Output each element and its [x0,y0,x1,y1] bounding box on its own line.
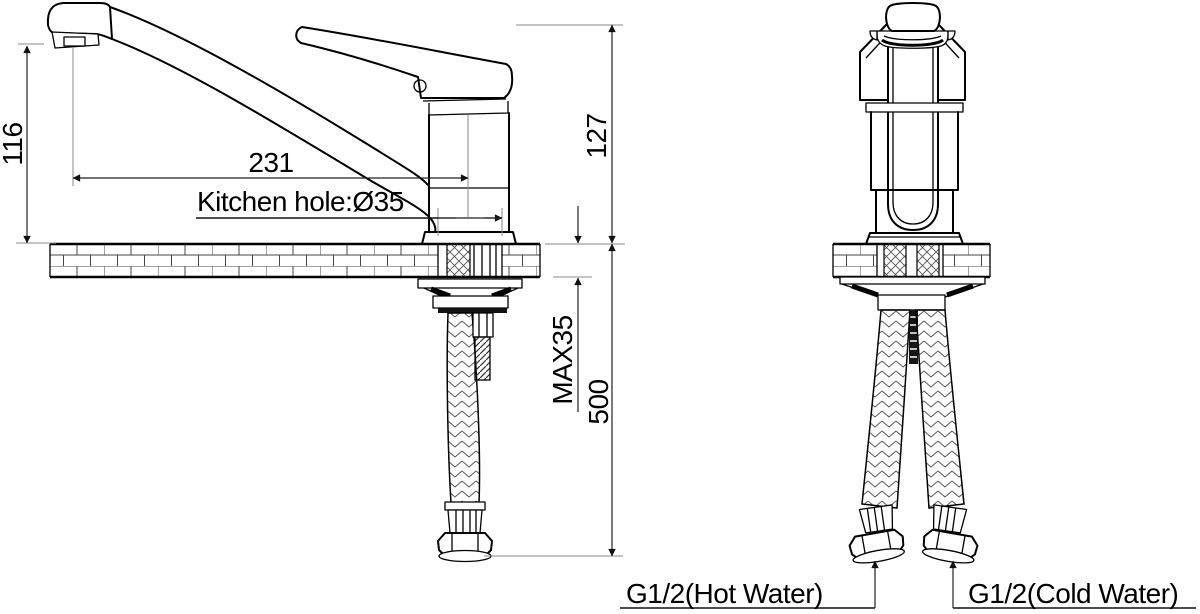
collar-band [428,101,509,116]
threaded-rod [474,336,491,381]
locknut-front [877,294,946,311]
shank-tube-left [883,243,907,278]
mounting-plate-front [839,276,986,285]
handle-knob [885,2,941,32]
body-front [870,111,959,234]
countertop-bricks-right [502,244,540,277]
threaded-stud-ticks [910,316,917,358]
countertop-bricks-left [50,244,438,277]
undermount-front [839,276,986,564]
kitchen-hole-label: Kitchen hole:Ø35 [197,186,404,217]
aerator-ring-inner [883,35,942,41]
hot-water-nut [848,528,906,564]
bricks-right [943,244,990,277]
mounting-plate [417,278,523,289]
cold-water-label: G1/2(Cold Water) [968,578,1178,609]
body-outline [428,112,510,233]
base-flange-front [865,232,964,245]
ferrule-ribs [455,510,477,533]
shank-stud-lines [473,244,497,277]
shank-tube-right [916,243,940,278]
hose-right-front [915,309,965,509]
dim-231-label: 231 [248,147,293,178]
countertop-edges-front [832,244,991,277]
handle-side [295,26,514,99]
hose-ferrule [447,509,483,534]
collar-band-front [865,102,964,113]
washer [438,308,507,313]
countertop-edges [49,244,541,277]
front-view [832,2,991,564]
dim-116-label: 116 [0,122,28,165]
shank-hose-section [446,243,471,278]
hose-collar [444,501,486,511]
cap-line [422,98,507,102]
handle-pivot-dot [413,79,427,93]
clamp-wedge-right [491,286,512,299]
hex-standoff [472,312,494,338]
spout-front [887,33,939,231]
handle-lever [295,26,514,99]
aerator-ring [881,38,944,47]
hot-water-label: G1/2(Hot Water) [626,578,823,609]
undermount-side [417,278,523,563]
hole-edges-front [876,244,944,277]
locknut [432,295,509,309]
connector-nut-rim [438,549,492,563]
dim-127-label: 127 [581,113,612,158]
spout-upper-line [109,6,429,186]
clamp-wedge-left [430,286,451,299]
mount-hole-edges [437,244,503,277]
aerator-tab-left [869,30,878,41]
connector-nut-facets [451,533,479,554]
hose-end-right [932,504,968,534]
hex-standoff-facets [478,313,488,337]
countertop-side [49,242,541,279]
spout-front-inner [892,42,934,225]
aerator-insert [63,36,86,47]
threaded-stud-front [909,310,918,364]
spout-head [46,2,113,40]
hose-left-front [861,309,911,509]
dimensions: 116 231 Kitchen hole:Ø35 127 MAX35 500 G… [0,24,1196,609]
countertop-front [832,242,991,279]
dim-500-label: 500 [583,379,614,424]
dim-max35-label: MAX35 [547,315,578,404]
extension-lines [16,24,625,557]
spout-side [46,2,437,233]
hose-end-left [858,504,894,534]
clamp-wedge-right-front [946,283,974,298]
clamp-wedge-left-front [851,283,879,298]
cold-water-nut [921,528,979,564]
side-view [46,2,541,563]
body-side [421,98,517,245]
bricks-left [833,244,877,277]
aerator-tab-right [947,30,956,41]
